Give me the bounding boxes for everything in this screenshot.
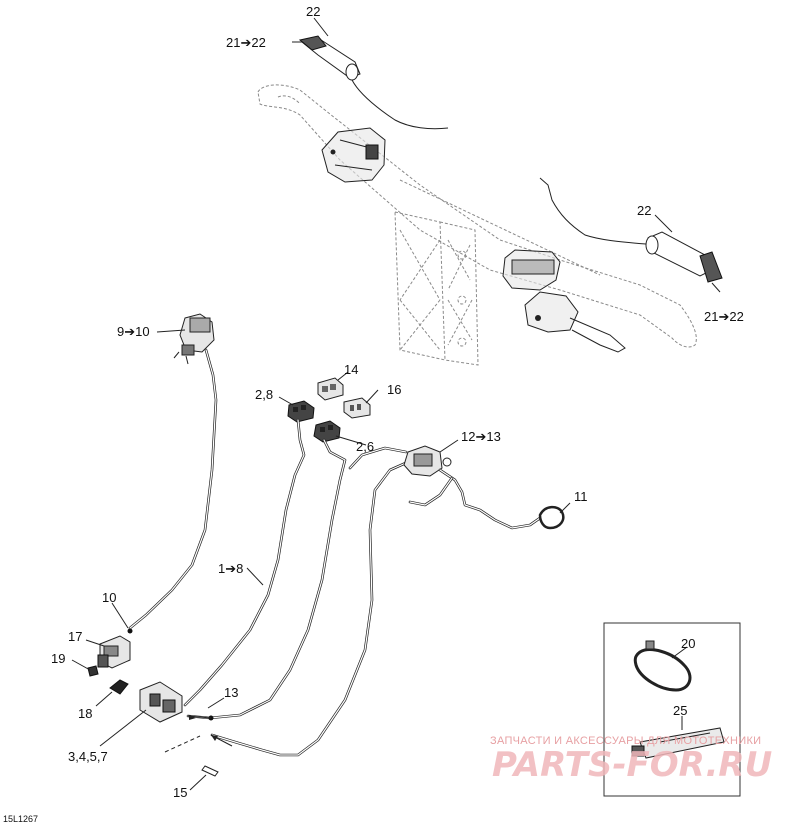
label-9-10: 9➔10 — [117, 324, 150, 339]
label-15: 15 — [173, 785, 187, 800]
watermark-tagline: ЗАПЧАСТИ И АКСЕССУАРЫ ДЛЯ МОТОТЕХНИКИ — [490, 735, 761, 747]
connector-17 — [97, 635, 131, 669]
grip-heater-right — [539, 177, 723, 293]
connector-2-8 — [287, 400, 315, 423]
label-14: 14 — [344, 362, 358, 377]
right-master-cylinder — [502, 249, 626, 353]
label-1-8: 1➔8 — [218, 561, 243, 576]
leader-lines — [71, 17, 688, 791]
connector-16 — [343, 397, 371, 419]
label-2-6: 2,6 — [356, 439, 374, 454]
pin-15 — [201, 765, 219, 777]
part-18 — [109, 679, 129, 695]
label-12-13: 12➔13 — [461, 429, 501, 444]
label-3-4-5-7: 3,4,5,7 — [68, 749, 108, 764]
part-11 — [538, 505, 565, 530]
watermark: ЗАПЧАСТИ И АКСЕССУАРЫ ДЛЯ МОТОТЕХНИКИ PA… — [490, 735, 772, 785]
terminal-19 — [87, 665, 99, 677]
switch-12-13 — [403, 445, 452, 477]
label-22-right: 22 — [637, 203, 651, 218]
label-19: 19 — [51, 651, 65, 666]
handlebar-ghost — [257, 84, 697, 366]
label-10: 10 — [102, 590, 116, 605]
left-control-block — [321, 127, 386, 183]
connector-14 — [317, 377, 344, 401]
grip-heater-left — [292, 35, 449, 130]
part-labels: 22 21➔22 22 21➔22 9➔10 14 16 2,8 2,6 12➔… — [3, 4, 744, 824]
label-16: 16 — [387, 382, 401, 397]
switch-9-10 — [173, 313, 215, 365]
diagram-code: 15L1267 — [3, 814, 38, 824]
label-2-8: 2,8 — [255, 387, 273, 402]
label-17: 17 — [68, 629, 82, 644]
connector-10 — [127, 628, 133, 634]
label-22-top: 22 — [306, 4, 320, 19]
label-20: 20 — [681, 636, 695, 651]
label-21-22-right: 21➔22 — [704, 309, 744, 324]
label-21-22-top: 21➔22 — [226, 35, 266, 50]
connector-2-6 — [313, 420, 341, 443]
label-18: 18 — [78, 706, 92, 721]
label-13: 13 — [224, 685, 238, 700]
label-11: 11 — [574, 489, 588, 504]
inset-box — [603, 622, 741, 797]
watermark-logo: PARTS-FOR.RU — [492, 745, 772, 785]
main-connector — [139, 681, 214, 723]
label-25: 25 — [673, 703, 687, 718]
